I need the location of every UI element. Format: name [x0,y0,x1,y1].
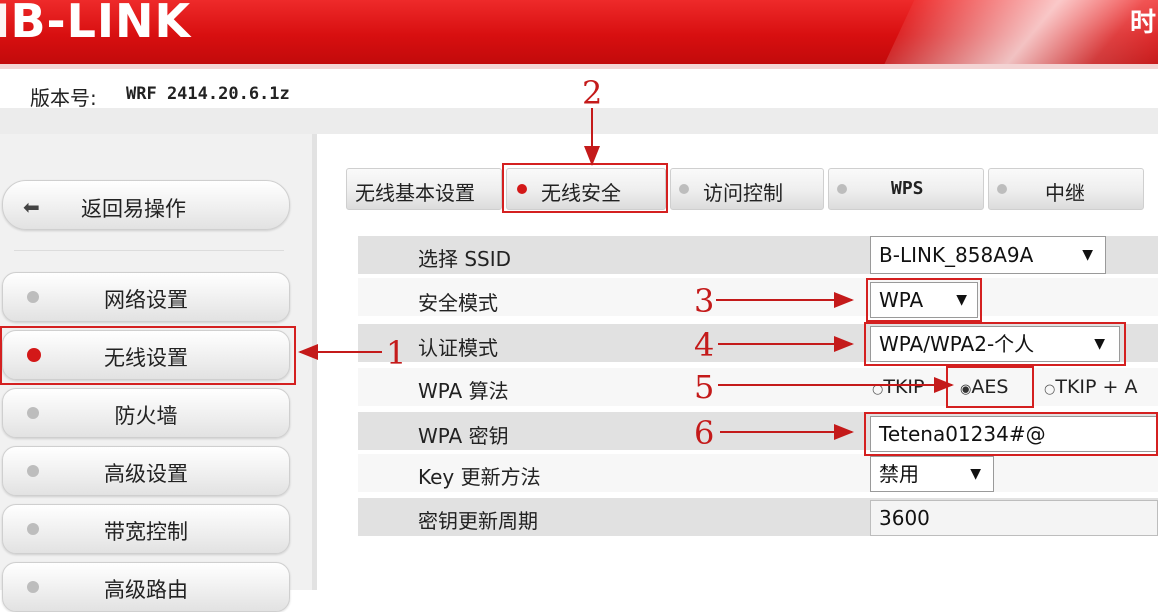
tab-wireless-security[interactable]: 无线安全 [506,168,666,210]
active-bullet-icon [27,348,41,362]
active-bullet-icon [517,184,527,194]
back-button-label: 返回易操作 [81,197,186,221]
highlight-box-wpa-key [864,412,1158,456]
bullet-icon [997,184,1007,194]
bullet-icon [27,291,39,303]
sidebar-item-firewall[interactable]: 防火墙 [2,388,290,438]
header-divider [0,64,1158,69]
radio-aes[interactable]: ◉AES [960,376,1008,398]
chevron-down-icon: ▼ [956,292,967,308]
annotation-number-3: 3 [694,282,715,320]
radio-unchecked-icon: ○ [872,382,884,397]
chevron-down-icon: ▼ [1094,336,1105,352]
highlight-box-security-mode [866,278,982,322]
key-update-method-label: Key 更新方法 [418,465,541,489]
radio-checked-icon: ◉ [960,382,972,397]
wpa-algorithm-label: WPA 算法 [418,379,509,403]
chevron-down-icon: ▼ [1082,247,1093,263]
radio-tkip[interactable]: ○TKIP [872,376,924,398]
header-right-text: 时 [1129,8,1156,38]
sub-bar [0,108,1158,134]
tab-label: WPS [891,178,924,199]
wpa-key-input[interactable]: Tetena01234#@ [870,416,1158,452]
annotation-number-1: 1 [386,334,407,372]
sidebar-divider [312,134,317,590]
back-arrow-icon: ⬅ [23,195,40,219]
sidebar-item-label: 网络设置 [104,288,188,312]
ssid-select[interactable]: B-LINK_858A9A ▼ [870,236,1106,274]
security-mode-select[interactable]: WPA ▼ [870,282,978,318]
tab-wps[interactable]: WPS [828,168,984,210]
ssid-select-value: B-LINK_858A9A [879,243,1034,267]
radio-aes-label: AES [971,376,1009,398]
form-row-security-mode [358,278,1158,316]
wpa-key-value: Tetena01234#@ [879,422,1046,446]
radio-tkip-aes-label: TKIP + A [1055,376,1138,398]
radio-unchecked-icon: ○ [1044,382,1056,397]
version-value: WRF 2414.20.6.1z [126,84,290,104]
sidebar-separator [14,250,284,251]
back-to-easy-mode-button[interactable]: ⬅ 返回易操作 [2,180,290,230]
highlight-box-auth-mode [864,322,1126,366]
key-update-period-label: 密钥更新周期 [418,509,538,533]
bullet-icon [27,523,39,535]
tab-label: 无线安全 [541,181,621,205]
bullet-icon [837,184,847,194]
key-update-method-select[interactable]: 禁用 ▼ [870,456,994,492]
sidebar-item-advanced[interactable]: 高级设置 [2,446,290,496]
bullet-icon [27,465,39,477]
bullet-icon [27,407,39,419]
ssid-label: 选择 SSID [418,247,512,271]
security-mode-label: 安全模式 [418,291,498,315]
key-update-method-value: 禁用 [879,462,919,486]
auth-mode-select[interactable]: WPA/WPA2-个人 ▼ [870,326,1120,362]
header-banner: ∃B-LINK 时 [0,0,1158,64]
form-row-wpa-algorithm [358,368,1158,406]
tab-label: 访问控制 [703,181,783,205]
chevron-down-icon: ▼ [970,466,981,482]
sidebar-item-label: 防火墙 [114,404,178,428]
tab-wireless-basic[interactable]: 无线基本设置 [346,168,502,210]
version-label: 版本号: [30,86,97,110]
annotation-arrows [298,108,954,440]
security-mode-value: WPA [879,288,924,312]
annotation-number-4: 4 [694,326,715,364]
sidebar-item-network[interactable]: 网络设置 [2,272,290,322]
radio-tkip-aes[interactable]: ○TKIP + A [1044,376,1137,398]
annotation-number-6: 6 [694,414,715,452]
annotation-number-5: 5 [694,368,715,406]
bullet-icon [679,184,689,194]
auth-mode-label: 认证模式 [418,336,498,360]
version-bar [0,69,1158,107]
annotation-number-2: 2 [582,74,603,112]
sidebar-item-label: 带宽控制 [104,520,188,544]
sidebar-item-label: 高级设置 [104,462,188,486]
form-row-key-update-method [358,454,1158,492]
tab-label: 中继 [1045,181,1085,205]
highlight-box-wireless [0,326,296,385]
tab-label: 无线基本设置 [355,181,475,205]
sidebar-item-bandwidth[interactable]: 带宽控制 [2,504,290,554]
tab-repeater[interactable]: 中继 [988,168,1144,210]
sidebar-item-label: 无线设置 [104,346,188,370]
wpa-key-label: WPA 密钥 [418,424,509,448]
auth-mode-value: WPA/WPA2-个人 [879,332,1035,356]
brand-logo: ∃B-LINK [0,0,192,48]
sidebar-item-wireless[interactable]: 无线设置 [2,330,290,380]
tab-access-control[interactable]: 访问控制 [670,168,824,210]
radio-tkip-label: TKIP [883,376,925,398]
key-update-period-value: 3600 [879,506,930,530]
key-update-period-input[interactable]: 3600 [870,500,1158,536]
